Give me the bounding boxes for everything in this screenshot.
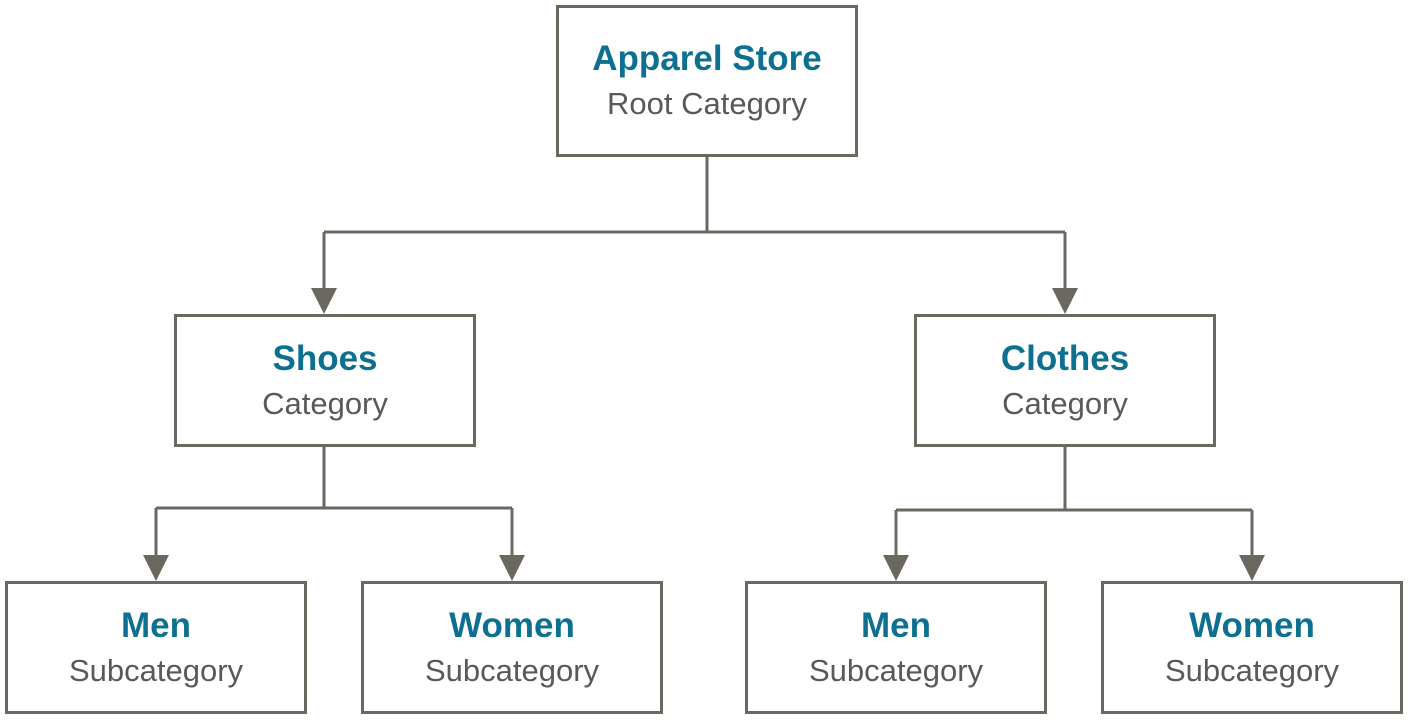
node-shoes: Shoes Category (174, 314, 476, 447)
arrowhead-shoes (311, 288, 337, 314)
arrowhead-shoes-women (499, 555, 525, 581)
arrowhead-clothes-men (883, 555, 909, 581)
node-title: Men (121, 605, 191, 645)
node-subtitle: Root Category (607, 86, 807, 121)
node-subtitle: Subcategory (68, 652, 244, 688)
node-title: Men (861, 605, 931, 645)
node-apparel-store: Apparel Store Root Category (556, 5, 858, 157)
node-subtitle: Subcategory (1164, 652, 1340, 688)
node-subtitle: Category (1002, 385, 1128, 421)
node-shoes-women: Women Subcategory (361, 581, 663, 714)
node-subtitle: Subcategory (424, 652, 600, 688)
node-title: Apparel Store (592, 39, 822, 78)
arrowhead-clothes-women (1239, 555, 1265, 581)
node-title: Women (449, 605, 575, 645)
node-subtitle: Category (262, 385, 388, 421)
node-shoes-men: Men Subcategory (5, 581, 307, 714)
node-title: Women (1189, 605, 1315, 645)
node-clothes: Clothes Category (914, 314, 1216, 447)
node-clothes-men: Men Subcategory (745, 581, 1047, 714)
node-subtitle: Subcategory (808, 652, 984, 688)
node-title: Clothes (1000, 338, 1130, 378)
arrowhead-clothes (1052, 288, 1078, 314)
arrowhead-shoes-men (143, 555, 169, 581)
node-title: Shoes (272, 338, 378, 378)
node-clothes-women: Women Subcategory (1101, 581, 1403, 714)
